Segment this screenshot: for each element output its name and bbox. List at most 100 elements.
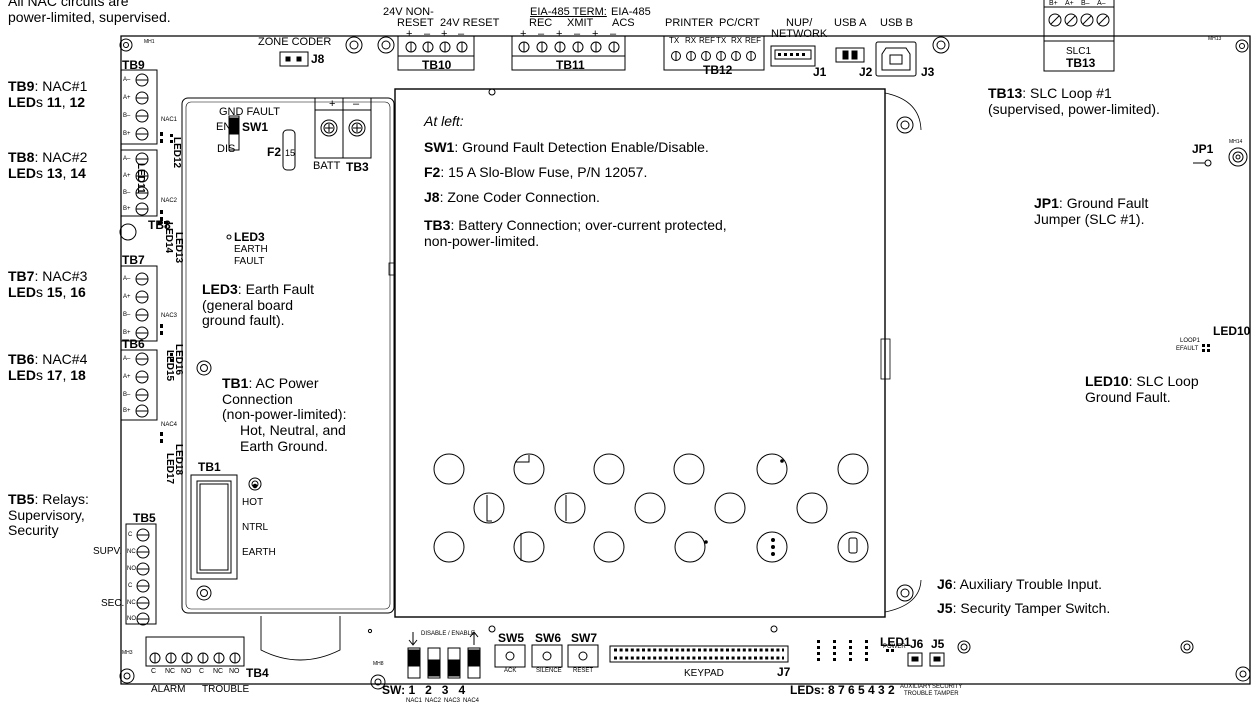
mounting-holes	[119, 36, 1251, 690]
label-sw-nac4: NAC4	[463, 698, 480, 704]
annotation-tb5: TB5: Relays: Supervisory, Security	[8, 491, 89, 539]
label-sw5: SW5	[498, 631, 525, 645]
pin-tb13-3: B–	[1081, 0, 1090, 7]
pin-tb5-3: NO	[127, 566, 136, 572]
label-disable-enable: DISABLE / ENABLE	[421, 631, 476, 637]
label-nac2: NAC2	[161, 198, 178, 204]
label-usbb: USB B	[880, 17, 914, 29]
label-loop1: LOOP1	[1180, 338, 1201, 344]
pin-tb5-4: C	[128, 583, 133, 589]
label-tb9-block: TB9	[122, 58, 145, 72]
label-sw-nac2: NAC2	[425, 698, 442, 704]
label-sec: SEC.	[101, 598, 125, 609]
label-reset-btn: RESET	[573, 668, 594, 674]
j2-usb-a	[835, 47, 865, 63]
label-tb10: TB10	[422, 58, 452, 72]
pin-tb11-1: +	[520, 28, 527, 40]
pin-tb4-3: NO	[181, 668, 192, 675]
label-power: POWER	[883, 644, 906, 650]
label-tb6-block: TB6	[122, 337, 145, 351]
pin-tb12-3: REF	[699, 36, 715, 45]
nac-jumpers	[158, 132, 173, 443]
tb3-terminal	[314, 97, 372, 159]
pin-tb3-plus: +	[329, 98, 336, 110]
label-auxiliary: AUXILIARY	[900, 684, 932, 690]
pin-tb5-5: NC	[127, 600, 136, 606]
pin-tb12-6: REF	[745, 36, 761, 45]
pin-tb10-2: –	[424, 28, 431, 40]
tb1-terminal	[190, 474, 238, 580]
label-j7-part: J7	[777, 665, 791, 679]
label-gnd-fault: GND FAULT	[219, 106, 280, 118]
annotation-led3: LED3: Earth Fault (general board ground …	[202, 281, 315, 329]
label-ntrl: NTRL	[242, 522, 269, 533]
pin-tb12-5: RX	[731, 36, 743, 45]
j8-header	[279, 51, 309, 67]
led-columns	[817, 344, 1210, 661]
label-mh1: MH1	[144, 39, 155, 45]
board-outline	[120, 35, 1251, 685]
label-rec: REC	[529, 17, 553, 29]
annotation-tb3: TB3: Battery Connection; over-current pr…	[424, 217, 727, 249]
jp1-jumper	[1204, 159, 1212, 167]
j1-connector	[770, 45, 816, 67]
label-tb7-block: TB7	[122, 253, 145, 267]
led3-indicator	[226, 234, 232, 240]
annotation-tb9: TB9: NAC#1 LEDs 11, 12	[8, 78, 88, 110]
label-tb4-block: TB4	[246, 666, 269, 680]
label-24v-nonreset: 24V NON-	[383, 6, 434, 18]
pin-tb13-2: A+	[1065, 0, 1074, 7]
label-usba: USB A	[834, 17, 867, 29]
label-reset: RESET	[397, 17, 434, 29]
label-leds-caption: LEDs: 8 7 6 5 4 3 2	[790, 683, 895, 697]
label-acs: ACS	[612, 17, 635, 29]
sw1-switch	[228, 115, 240, 151]
label-mh13: MH13	[1208, 36, 1222, 42]
label-ack: ACK	[504, 668, 517, 674]
label-sw6: SW6	[535, 631, 562, 645]
label-nac3: NAC3	[161, 313, 178, 319]
pin-tb8-3: B–	[123, 190, 131, 196]
pushbuttons	[494, 644, 599, 668]
pin-tb9-4: B+	[123, 131, 131, 137]
annotation-sw1: SW1: Ground Fault Detection Enable/Disab…	[424, 139, 709, 155]
label-tb1-block: TB1	[198, 460, 221, 474]
pin-tb10-3: +	[441, 28, 448, 40]
annotation-j8: J8: Zone Coder Connection.	[424, 189, 600, 205]
label-j8: J8	[311, 52, 325, 66]
pin-tb9-1: A–	[123, 77, 131, 83]
pin-tb4-1: C	[151, 668, 157, 675]
label-led13: LED13	[173, 232, 184, 264]
label-tb5-block: TB5	[133, 511, 156, 525]
label-nac1: NAC1	[161, 117, 178, 123]
pin-tb11-2: –	[538, 28, 545, 40]
label-tb12: TB12	[703, 63, 733, 77]
label-earth-tb1: EARTH	[242, 547, 276, 558]
tb10-terminal	[397, 35, 475, 71]
pin-tb11-3: +	[556, 28, 563, 40]
pin-tb12-2: RX	[685, 36, 697, 45]
label-nup: NUP/	[786, 17, 813, 29]
nac-dip-switches	[407, 631, 481, 679]
label-hot: HOT	[242, 497, 264, 508]
label-sw-nac3: NAC3	[444, 698, 461, 704]
label-j5-part: J5	[931, 637, 945, 651]
pin-tb7-2: A+	[123, 294, 131, 300]
tb11-terminal	[511, 35, 626, 71]
label-aux-trouble: TROUBLE	[904, 691, 933, 697]
pin-tb7-1: A–	[123, 276, 131, 282]
label-dis: DIS	[217, 143, 236, 155]
label-j2: J2	[859, 65, 873, 79]
pin-tb11-4: –	[574, 28, 581, 40]
label-supv: SUPV.	[93, 546, 123, 557]
label-sw7: SW7	[571, 631, 598, 645]
pin-tb5-6: NO	[127, 616, 136, 622]
j3-usb-b	[875, 41, 917, 77]
label-led3-part: LED3	[234, 230, 265, 244]
label-silence: SILENCE	[536, 668, 562, 674]
label-eia485-term: EIA-485 TERM:	[530, 6, 607, 18]
label-batt: BATT	[313, 160, 341, 172]
pin-tb4-5: NC	[213, 668, 224, 675]
keypad-button-pattern	[433, 453, 869, 563]
top-note-line2: power-limited, supervised.	[8, 8, 171, 25]
